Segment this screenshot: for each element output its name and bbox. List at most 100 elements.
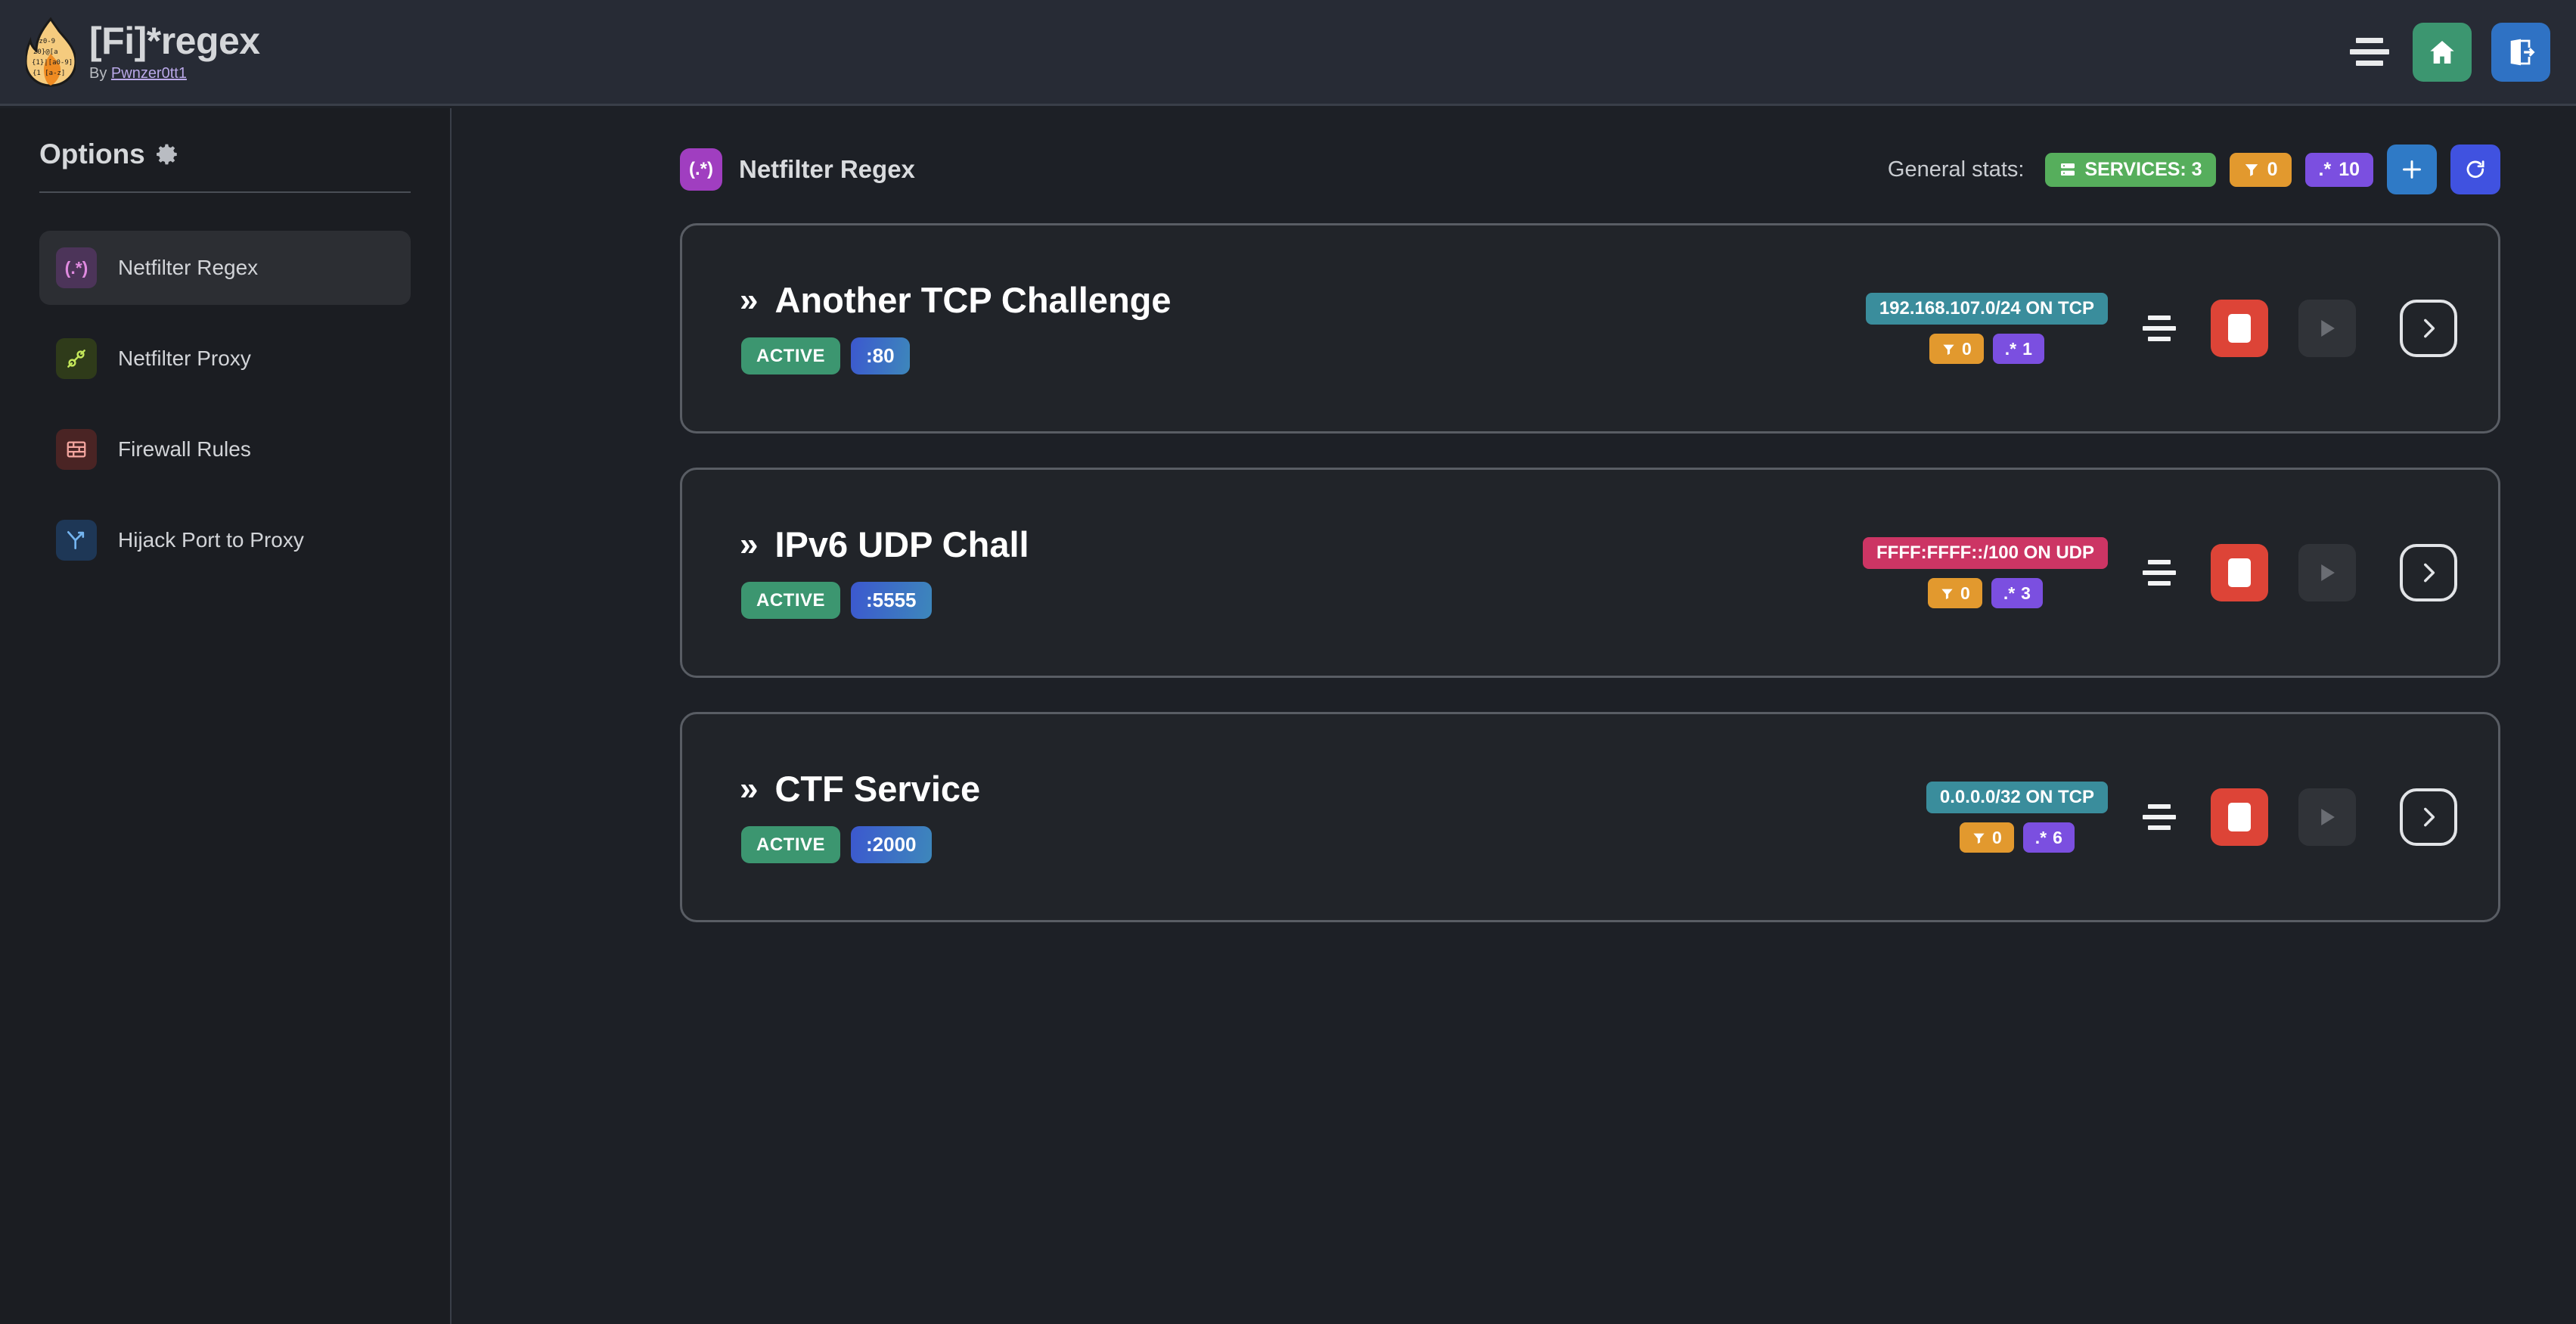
filter-count-label: 0 [1960, 583, 1970, 603]
network-info: 192.168.107.0/24 ON TCP 0 .* 1 [1865, 293, 2108, 364]
status-badge-filters: 0 [2229, 152, 2292, 187]
service-details-button[interactable] [2400, 300, 2457, 357]
regex-icon: .* [2003, 583, 2016, 603]
stop-button[interactable] [2211, 300, 2268, 357]
filter-icon [1943, 344, 1954, 355]
service-title-row: » Another TCP Challenge [740, 282, 1172, 318]
flame-regex-logo-icon: -z0-9 20}@[a {1}|[a0-9] {1 [a-z] [24, 16, 77, 87]
sidebar-nav-list: (.*) Netfilter Regex Netfilter Proxy [39, 231, 411, 577]
regex-icon: .* [2318, 158, 2332, 180]
logout-icon [2510, 39, 2535, 65]
play-icon [2321, 564, 2335, 582]
regex-count-badge: .* 3 [1991, 578, 2043, 608]
service-card-info: » Another TCP Challenge ACTIVE :80 [740, 282, 1172, 375]
service-name: Another TCP Challenge [774, 280, 1172, 320]
filter-icon [2245, 164, 2258, 176]
home-button[interactable] [2413, 22, 2472, 82]
refresh-icon [2466, 160, 2484, 179]
sidebar-item-netfilter-regex[interactable]: (.*) Netfilter Regex [39, 231, 411, 305]
network-sub-badges: 0 .* 6 [1959, 822, 2075, 853]
filter-count-badge: 0 [1959, 822, 2014, 853]
play-button[interactable] [2298, 300, 2356, 357]
status-badge-regexes: .* 10 [2304, 152, 2373, 187]
sidebar-item-label: Hijack Port to Proxy [118, 528, 304, 552]
play-button[interactable] [2298, 544, 2356, 601]
service-badges: ACTIVE :5555 [740, 582, 1029, 619]
port-badge: :5555 [851, 582, 932, 619]
svg-text:{1}|[a0-9]: {1}|[a0-9] [32, 59, 73, 67]
app-byline: By Pwnzer0tt1 [89, 65, 260, 82]
app-title: [Fi]*regex [89, 20, 260, 63]
service-card-actions: FFFF:FFFF::/100 ON UDP 0 .* 3 [1863, 537, 2457, 608]
play-button[interactable] [2298, 788, 2356, 846]
sidebar-item-hijack-port-to-proxy[interactable]: Hijack Port to Proxy [39, 503, 411, 577]
refresh-button[interactable] [2450, 145, 2500, 194]
regex-icon: (.*) [680, 148, 722, 191]
port-badge: :2000 [851, 826, 932, 863]
regex-count-label: 3 [2021, 583, 2031, 603]
service-card-actions: 192.168.107.0/24 ON TCP 0 .* 1 [1865, 293, 2457, 364]
service-card[interactable]: » CTF Service ACTIVE :2000 0.0.0.0/32 ON… [680, 712, 2500, 922]
by-prefix: By [89, 64, 111, 82]
sidebar-item-netfilter-proxy[interactable]: Netfilter Proxy [39, 322, 411, 396]
sidebar-item-label: Netfilter Proxy [118, 347, 251, 370]
sidebar-item-label: Netfilter Regex [118, 256, 259, 279]
status-badge: ACTIVE [741, 337, 841, 375]
filters-count-label: 0 [2267, 158, 2278, 180]
logout-button[interactable] [2491, 22, 2550, 82]
shuffle-icon [56, 520, 97, 561]
drag-handle-icon[interactable] [2138, 560, 2180, 586]
service-title-row: » IPv6 UDP Chall [740, 527, 1029, 562]
stop-icon [2228, 314, 2251, 343]
filter-count-label: 0 [1961, 338, 1972, 359]
play-icon [2321, 808, 2335, 826]
service-title-row: » CTF Service [740, 771, 980, 807]
sidebar: Options (.*) Netfilter Regex Netfilter P… [0, 108, 452, 1324]
hamburger-menu-icon[interactable] [2346, 29, 2393, 76]
sidebar-item-label: Firewall Rules [118, 437, 251, 461]
stop-icon [2228, 558, 2251, 587]
filter-count-badge: 0 [1929, 334, 1984, 364]
status-badge: ACTIVE [741, 582, 841, 619]
service-details-button[interactable] [2400, 544, 2457, 601]
gear-icon [156, 144, 177, 165]
drag-handle-icon[interactable] [2138, 315, 2180, 341]
drag-handle-icon[interactable] [2138, 804, 2180, 830]
stop-button[interactable] [2211, 788, 2268, 846]
stop-button[interactable] [2211, 544, 2268, 601]
services-count-label: SERVICES: 3 [2084, 158, 2202, 180]
network-badge: FFFF:FFFF::/100 ON UDP [1863, 537, 2108, 569]
regex-icon: .* [2034, 827, 2047, 847]
network-info: 0.0.0.0/32 ON TCP 0 .* 6 [1926, 782, 2108, 853]
author-link[interactable]: Pwnzer0tt1 [110, 64, 187, 82]
main-header-row: (.*) Netfilter Regex General stats: SERV… [453, 108, 2576, 194]
service-name: IPv6 UDP Chall [774, 524, 1029, 564]
stop-icon [2228, 803, 2251, 831]
page-title: Netfilter Regex [739, 155, 915, 183]
sidebar-divider [39, 191, 411, 193]
double-chevron-icon: » [740, 281, 759, 319]
home-icon [2430, 40, 2454, 64]
double-chevron-icon: » [740, 769, 759, 807]
server-icon [2061, 163, 2075, 176]
brick-wall-icon [56, 429, 97, 470]
general-stats-label: General stats: [1887, 157, 2025, 182]
double-chevron-icon: » [740, 525, 759, 563]
svg-text:20}@[a: 20}@[a [33, 48, 58, 56]
network-badge: 0.0.0.0/32 ON TCP [1926, 782, 2108, 813]
service-card-actions: 0.0.0.0/32 ON TCP 0 .* 6 [1926, 782, 2457, 853]
regex-icon: .* [2004, 338, 2017, 359]
add-service-button[interactable] [2387, 145, 2437, 194]
service-card[interactable]: » Another TCP Challenge ACTIVE :80 192.1… [680, 223, 2500, 434]
network-info: FFFF:FFFF::/100 ON UDP 0 .* 3 [1863, 537, 2108, 608]
network-badge: 192.168.107.0/24 ON TCP [1865, 293, 2108, 325]
svg-text:-z0-9: -z0-9 [35, 38, 55, 45]
service-card[interactable]: » IPv6 UDP Chall ACTIVE :5555 FFFF:FFFF:… [680, 468, 2500, 678]
service-details-button[interactable] [2400, 788, 2457, 846]
general-stats: General stats: SERVICES: 3 0 .* 10 [1888, 145, 2500, 194]
main-content: (.*) Netfilter Regex General stats: SERV… [453, 108, 2576, 1324]
sidebar-item-firewall-rules[interactable]: Firewall Rules [39, 412, 411, 486]
service-card-info: » CTF Service ACTIVE :2000 [740, 771, 980, 863]
regex-icon: (.*) [56, 247, 97, 288]
service-name: CTF Service [774, 769, 981, 809]
